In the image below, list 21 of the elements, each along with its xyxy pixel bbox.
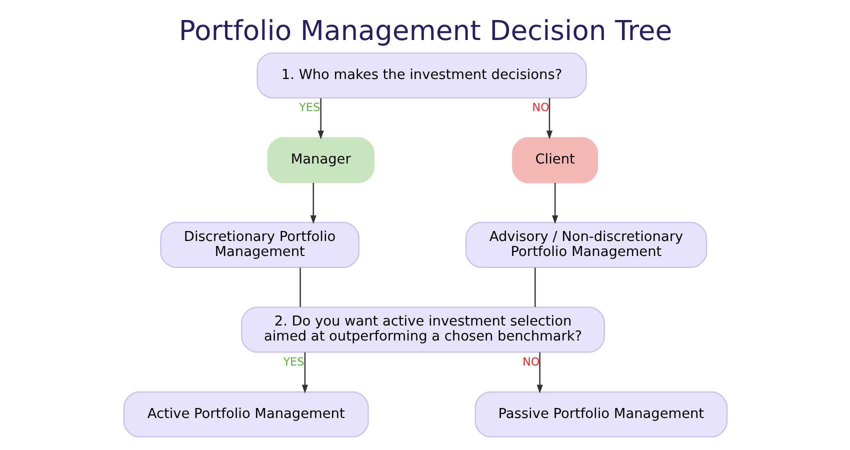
edge-label: YES — [298, 101, 320, 114]
connector — [534, 268, 536, 307]
node-box: Client — [512, 137, 598, 184]
arrow — [317, 98, 324, 140]
arrow — [310, 182, 316, 224]
node-box: 2. Do you want active investment selection aimed at outperforming a chosen benchmark? — [240, 306, 604, 353]
arrow — [552, 182, 558, 224]
node-box: Manager — [266, 137, 374, 184]
node-box: 1. Who makes the investment decisions? — [256, 52, 586, 99]
arrow — [536, 352, 542, 394]
node-box: Active Portfolio Management — [122, 391, 368, 438]
diagram-title: Portfolio Management Decision Tree — [178, 16, 672, 48]
node-box: Discretionary Portfolio Management — [160, 222, 359, 268]
edge-label: NO — [532, 101, 549, 114]
connector — [299, 268, 300, 307]
arrow — [546, 98, 552, 140]
edge-label: NO — [522, 355, 540, 368]
edge-label: YES — [282, 355, 304, 368]
node-box: Advisory / Non-discretionary Portfolio Management — [464, 222, 707, 268]
node-box: Passive Portfolio Management — [474, 391, 728, 438]
arrow — [301, 352, 308, 394]
